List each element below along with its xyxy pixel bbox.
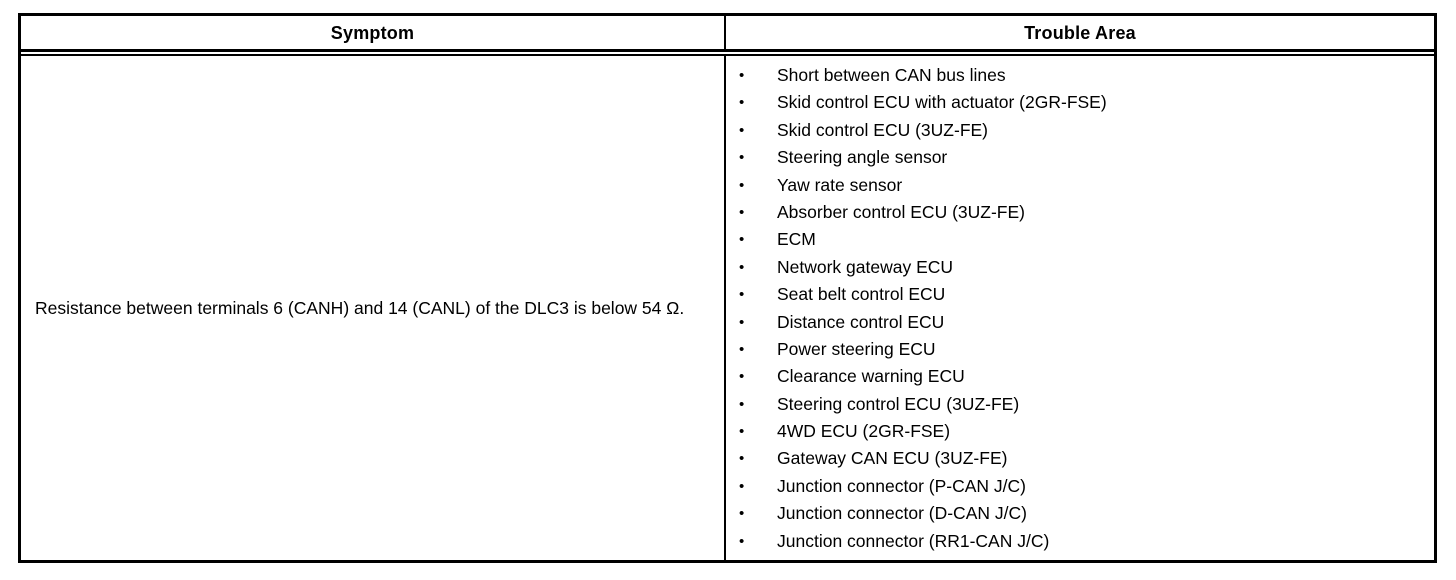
list-item: • Skid control ECU with actuator (2GR-FSE… xyxy=(726,89,1434,116)
list-item: • Power steering ECU xyxy=(726,336,1434,363)
list-item-label: Junction connector (P-CAN J/C) xyxy=(777,475,1026,496)
list-item: • Skid control ECU (3UZ-FE) xyxy=(726,117,1434,144)
bullet-icon: • xyxy=(739,340,745,358)
bullet-icon: • xyxy=(739,203,745,221)
list-item: • Clearance warning ECU xyxy=(726,363,1434,390)
trouble-area-list: • Short between CAN bus lines • Skid contro… xyxy=(726,62,1434,555)
bullet-icon: • xyxy=(739,149,745,167)
bullet-icon: • xyxy=(739,477,745,495)
bullet-icon: • xyxy=(739,94,745,112)
bullet-icon: • xyxy=(739,368,745,386)
bullet-icon: • xyxy=(739,423,745,441)
symptom-description-text: Resistance between terminals 6 (CANH) an… xyxy=(35,297,685,318)
list-item-label: Junction connector (D-CAN J/C) xyxy=(777,503,1027,524)
list-item: • Junction connector (D-CAN J/C) xyxy=(726,500,1434,527)
bullet-icon: • xyxy=(739,176,745,194)
bullet-icon: • xyxy=(739,231,745,249)
list-item-label: Junction connector (RR1-CAN J/C) xyxy=(777,530,1050,551)
bullet-icon: • xyxy=(739,450,745,468)
list-item-label: ECM xyxy=(777,229,816,250)
column-header-trouble-area: Trouble Area xyxy=(726,16,1434,49)
column-header-symptom-label: Symptom xyxy=(330,22,415,43)
list-item: • ECM xyxy=(726,226,1434,253)
symptom-trouble-table: Symptom Trouble Area Resistance between … xyxy=(18,13,1437,563)
list-item: • Junction connector (P-CAN J/C) xyxy=(726,473,1434,500)
table-header-row: Symptom Trouble Area xyxy=(21,16,1434,49)
list-item: • 4WD ECU (2GR-FSE) xyxy=(726,418,1434,445)
list-item-label: Steering control ECU (3UZ-FE) xyxy=(777,393,1020,414)
list-item-label: Short between CAN bus lines xyxy=(777,65,1006,85)
bullet-icon: • xyxy=(739,313,745,331)
list-item: • Seat belt control ECU xyxy=(726,281,1434,308)
table-data-row: Resistance between terminals 6 (CANH) an… xyxy=(21,56,1434,560)
list-item: • Steering angle sensor xyxy=(726,144,1434,171)
header-separator-line-top xyxy=(21,49,1434,52)
list-item-label: Skid control ECU with actuator (2GR-FSE) xyxy=(777,92,1107,113)
list-item: • Junction connector (RR1-CAN J/C) xyxy=(726,528,1434,555)
list-item: • Steering control ECU (3UZ-FE) xyxy=(726,391,1434,418)
column-header-trouble-area-label: Trouble Area xyxy=(1024,22,1136,43)
table-body-container: Symptom Trouble Area Resistance between … xyxy=(21,16,1434,560)
list-item-label: Clearance warning ECU xyxy=(777,366,965,387)
list-item: • Network gateway ECU xyxy=(726,254,1434,281)
list-item-label: Steering angle sensor xyxy=(777,147,948,168)
cell-symptom: Resistance between terminals 6 (CANH) an… xyxy=(21,56,726,560)
header-separator-line-bottom xyxy=(21,54,1434,56)
list-item-label: Seat belt control ECU xyxy=(777,284,946,305)
bullet-icon: • xyxy=(739,67,745,84)
list-item-label: Power steering ECU xyxy=(777,338,936,359)
bullet-icon: • xyxy=(739,121,745,139)
cell-trouble-area: • Short between CAN bus lines • Skid contro… xyxy=(726,56,1434,560)
list-item: • Gateway CAN ECU (3UZ-FE) xyxy=(726,445,1434,472)
bullet-icon: • xyxy=(739,532,745,550)
list-item-label: Yaw rate sensor xyxy=(777,174,903,195)
list-item-label: Network gateway ECU xyxy=(777,256,954,277)
bullet-icon: • xyxy=(739,505,745,523)
list-item-label: Distance control ECU xyxy=(777,311,945,332)
bullet-icon: • xyxy=(739,258,745,276)
list-item-label: Gateway CAN ECU (3UZ-FE) xyxy=(777,448,1008,469)
bullet-icon: • xyxy=(739,395,745,413)
list-item: • Yaw rate sensor xyxy=(726,172,1434,199)
list-item: • Distance control ECU xyxy=(726,309,1434,336)
list-item-label: Absorber control ECU (3UZ-FE) xyxy=(777,201,1025,222)
list-item: • Absorber control ECU (3UZ-FE) xyxy=(726,199,1434,226)
column-header-symptom: Symptom xyxy=(21,16,726,49)
list-item-label: 4WD ECU (2GR-FSE) xyxy=(777,421,951,442)
header-separator-double-rule xyxy=(21,49,1434,56)
list-item: • Short between CAN bus lines xyxy=(726,62,1434,89)
bullet-icon: • xyxy=(739,286,745,304)
list-item-label: Skid control ECU (3UZ-FE) xyxy=(777,119,989,140)
